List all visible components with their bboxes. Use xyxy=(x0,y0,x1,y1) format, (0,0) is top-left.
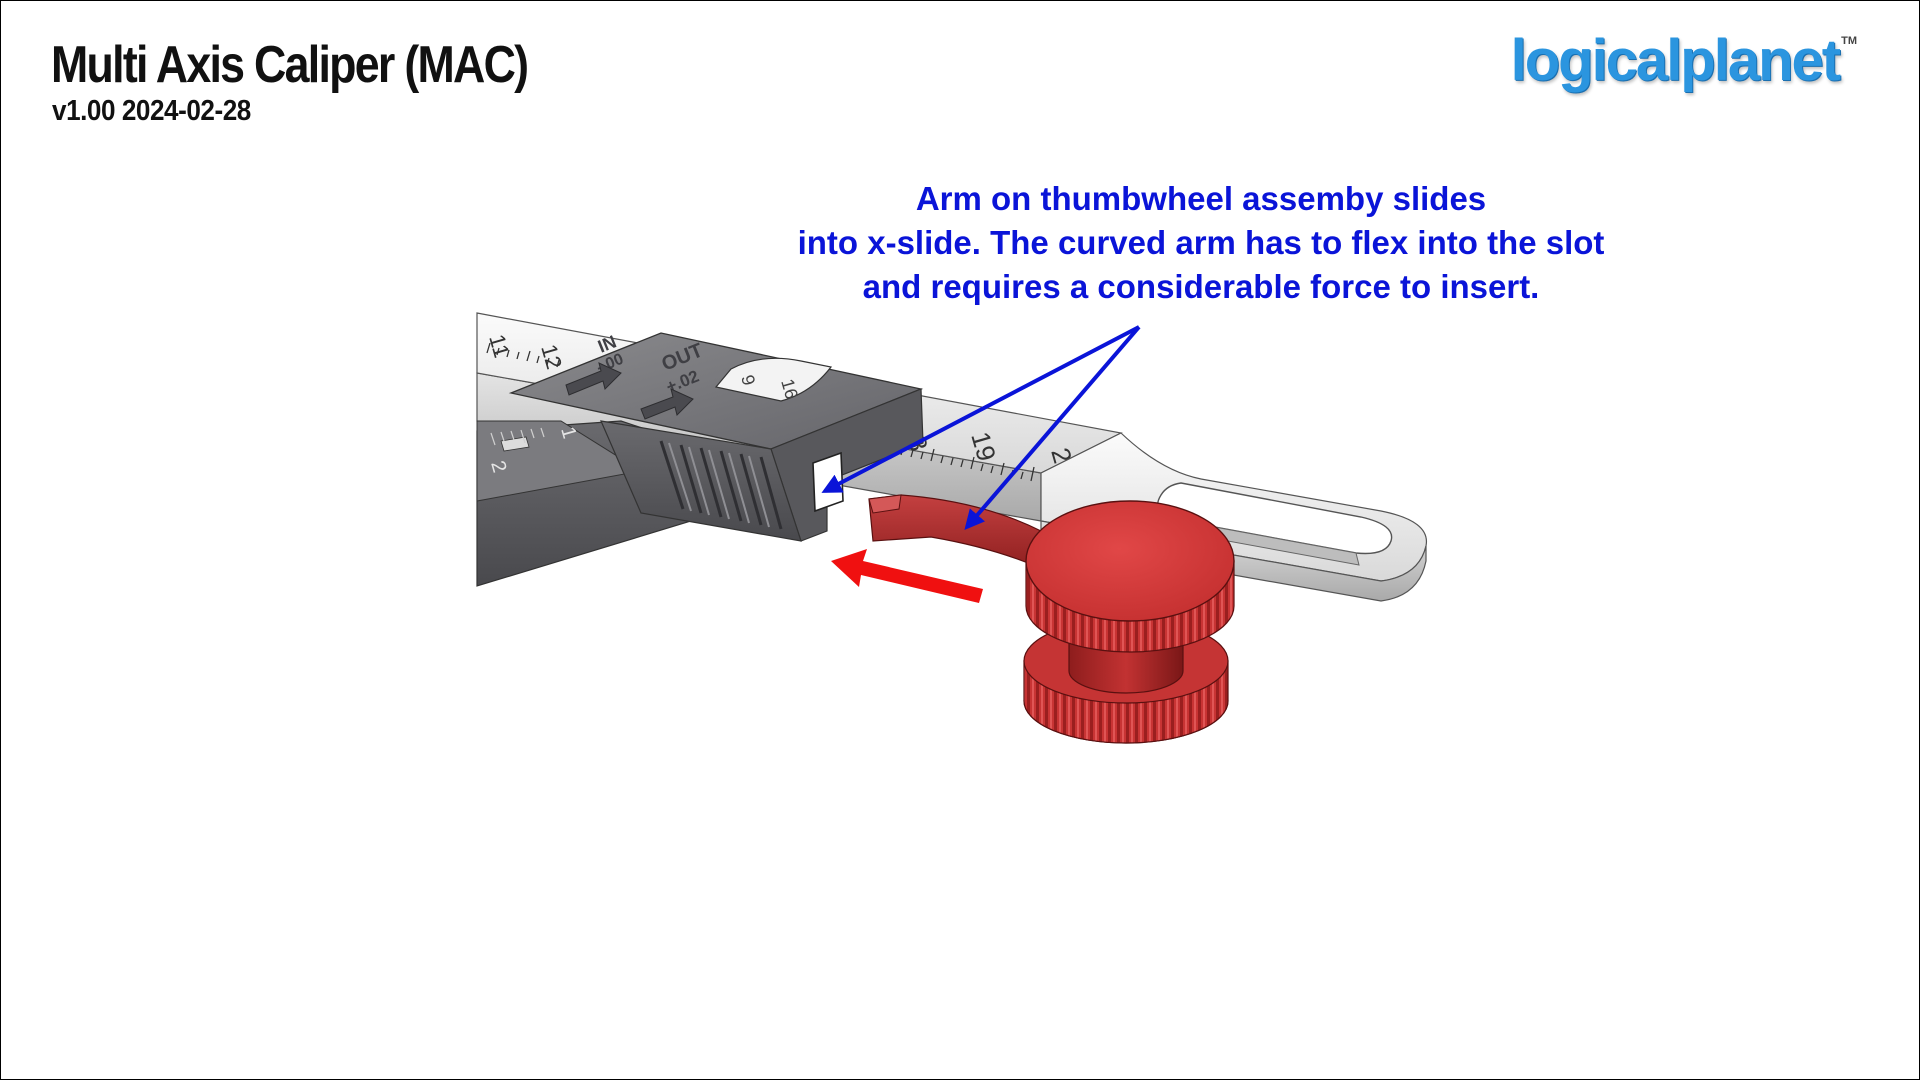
pointer-to-slot xyxy=(821,325,1140,493)
annotation-text: Arm on thumbwheel assemby slides into x-… xyxy=(741,177,1661,309)
pointer-to-arm xyxy=(964,325,1141,531)
slider-arrow-in-icon xyxy=(565,362,622,396)
insertion-direction-arrow-icon xyxy=(831,549,983,603)
annotation-line-3: and requires a considerable force to ins… xyxy=(862,268,1540,305)
slide-title: Multi Axis Caliper (MAC) xyxy=(51,36,529,94)
annotation-pointers xyxy=(821,325,1141,531)
logo-trademark: TM xyxy=(1841,35,1857,47)
slide-subtitle: v1.00 2024-02-28 xyxy=(52,95,251,127)
annotation-line-2: into x-slide. The curved arm has to flex… xyxy=(797,224,1605,261)
slider-arrow-out-icon xyxy=(640,388,694,420)
logo-text: logicalplanet xyxy=(1510,28,1842,93)
thumbwheel-assembly xyxy=(1023,500,1235,744)
annotation-line-1: Arm on thumbwheel assemby slides xyxy=(915,180,1487,217)
